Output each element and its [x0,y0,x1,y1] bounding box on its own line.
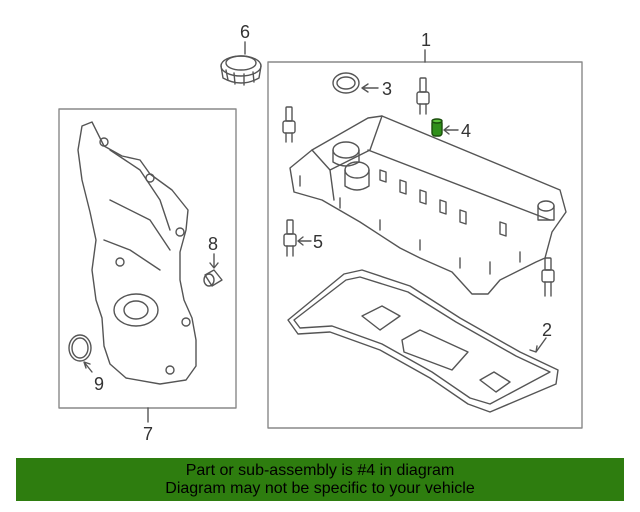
info-banner: Part or sub-assembly is #4 in diagram Di… [16,458,624,501]
banner-line-1: Part or sub-assembly is #4 in diagram [185,461,455,479]
arrow-3 [361,83,379,93]
callout-7: 7 [143,424,153,444]
bolt-top-right [416,77,430,115]
arrow-8 [209,253,219,269]
valve-cover-gasket [287,269,559,413]
arrow-4 [443,125,459,135]
callout-4: 4 [461,121,471,141]
parts-diagram: 1 2 3 4 5 6 7 8 9 [58,22,583,444]
arrow-5 [297,236,312,246]
banner-line-2: Diagram may not be specific to your vehi… [165,479,475,497]
bolt-part-5 [283,219,297,257]
callout-9: 9 [94,374,104,394]
bolt-right [541,257,555,297]
dowel-part [203,269,223,287]
leader-line-2 [529,337,547,353]
valve-cover [289,115,567,295]
callout-5: 5 [313,232,323,252]
arrow-9 [83,361,93,373]
callout-3: 3 [382,79,392,99]
callout-8: 8 [208,234,218,254]
seal-part [68,334,92,362]
callout-2: 2 [542,320,552,340]
timing-chain-cover [77,121,197,385]
grommet-part-highlighted [431,118,443,137]
callout-6: 6 [240,22,250,42]
oil-filler-cap [220,55,262,86]
seal-ring-part [332,72,360,94]
callout-1: 1 [421,30,431,50]
bolt-top-left [282,106,296,143]
